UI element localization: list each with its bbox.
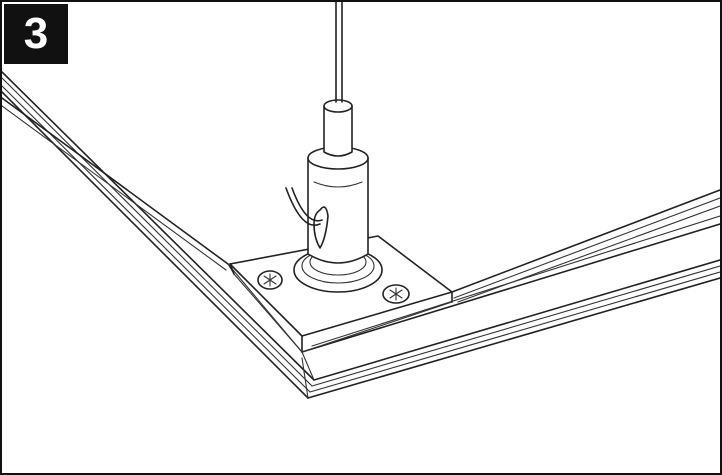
panel-frame-rail <box>2 71 720 399</box>
step-number-badge: 3 <box>4 4 68 64</box>
screw-left <box>257 270 283 290</box>
suspension-fitting <box>285 2 383 293</box>
screw-right <box>382 284 410 304</box>
